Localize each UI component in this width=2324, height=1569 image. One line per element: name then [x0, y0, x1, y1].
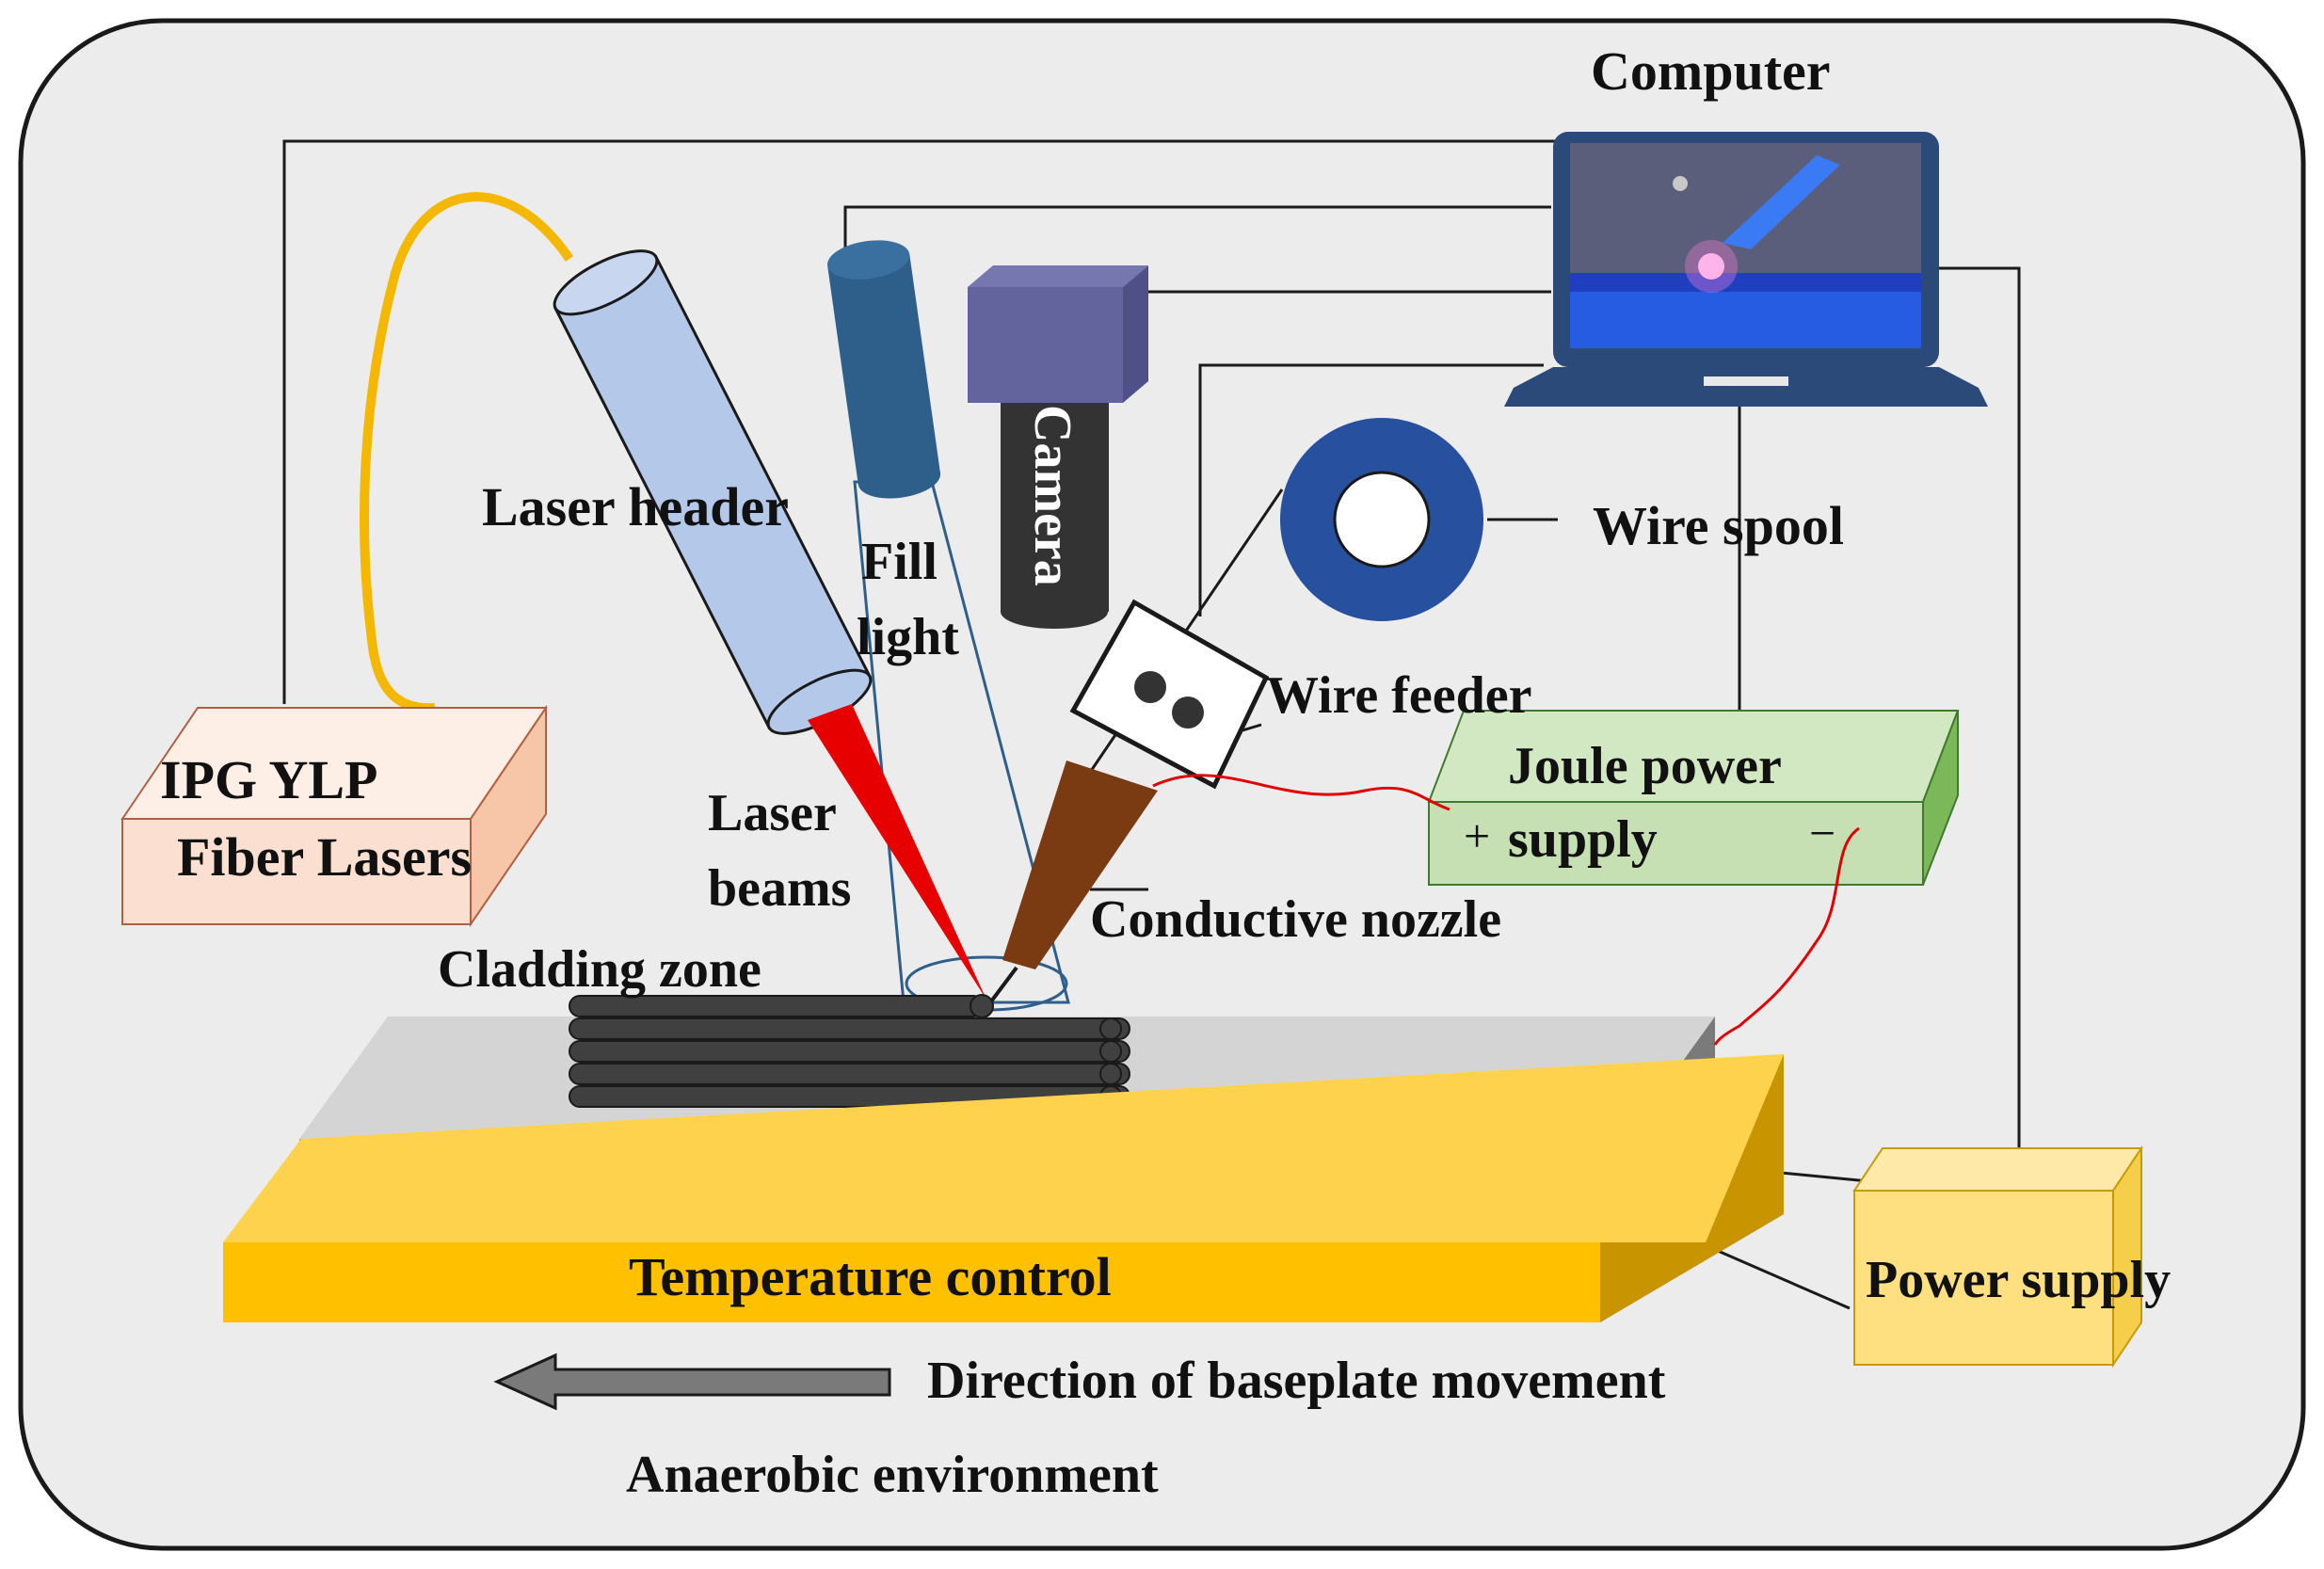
ipg-label-1: IPG YLP [160, 749, 377, 810]
joule-power-supply-box [1427, 710, 1960, 886]
fill-light-label-1: Fill [861, 533, 938, 591]
cladding-zone-label: Cladding zone [438, 940, 761, 999]
ipg-label-2: Fiber Lasers [177, 826, 472, 888]
computer-to-powersupply-line [1931, 266, 2021, 1153]
temperature-control-plate [223, 1054, 1784, 1322]
laser-beams-label-2: beams [708, 859, 851, 918]
joule-label-1: Joule power [1508, 737, 1782, 795]
conductive-nozzle [986, 760, 1158, 1007]
laser-header-label: Laser header [482, 476, 789, 537]
joule-lead-wires [1152, 774, 1860, 1046]
wire-spool-label: Wire spool [1593, 495, 1844, 556]
laser-header-cylinder [553, 249, 873, 735]
ipg-fiber-laser-box [120, 704, 548, 928]
fill-light-cylinder [827, 240, 941, 499]
environment-label: Anaerobic environment [626, 1446, 1159, 1504]
temperature-control-label: Temperature control [629, 1246, 1112, 1307]
laser-beam [808, 704, 986, 1000]
power-supply-label: Power supply [1866, 1251, 2171, 1309]
direction-arrow-icon [493, 1353, 891, 1411]
power-supply-box [1852, 1145, 2143, 1369]
wire-feeder-label: Wire feeder [1266, 666, 1531, 725]
conductive-nozzle-label: Conductive nozzle [1090, 890, 1501, 949]
feeder-to-computer-line [1198, 363, 1544, 616]
camera-device [968, 265, 1148, 629]
wire-feeder [1069, 599, 1270, 790]
fiber-cable [360, 192, 574, 713]
wire-spool [1280, 418, 1483, 621]
computer-label: Computer [1591, 40, 1831, 102]
joule-minus-sign: − [1809, 807, 1835, 859]
laser-to-computer-line [282, 139, 1561, 704]
fill-light-label-2: light [857, 608, 959, 666]
laptop-icon [1504, 132, 1988, 407]
connection-lines [282, 139, 2021, 1310]
joule-label-2: supply [1508, 810, 1658, 869]
filllight-to-computer-line [843, 205, 1551, 254]
joule-plus-sign: + [1464, 809, 1490, 862]
cladding-layers [569, 994, 1130, 1108]
camera-label: Camera [1023, 405, 1082, 586]
direction-label: Direction of baseplate movement [927, 1352, 1666, 1410]
laser-beams-label-1: Laser [708, 784, 837, 842]
